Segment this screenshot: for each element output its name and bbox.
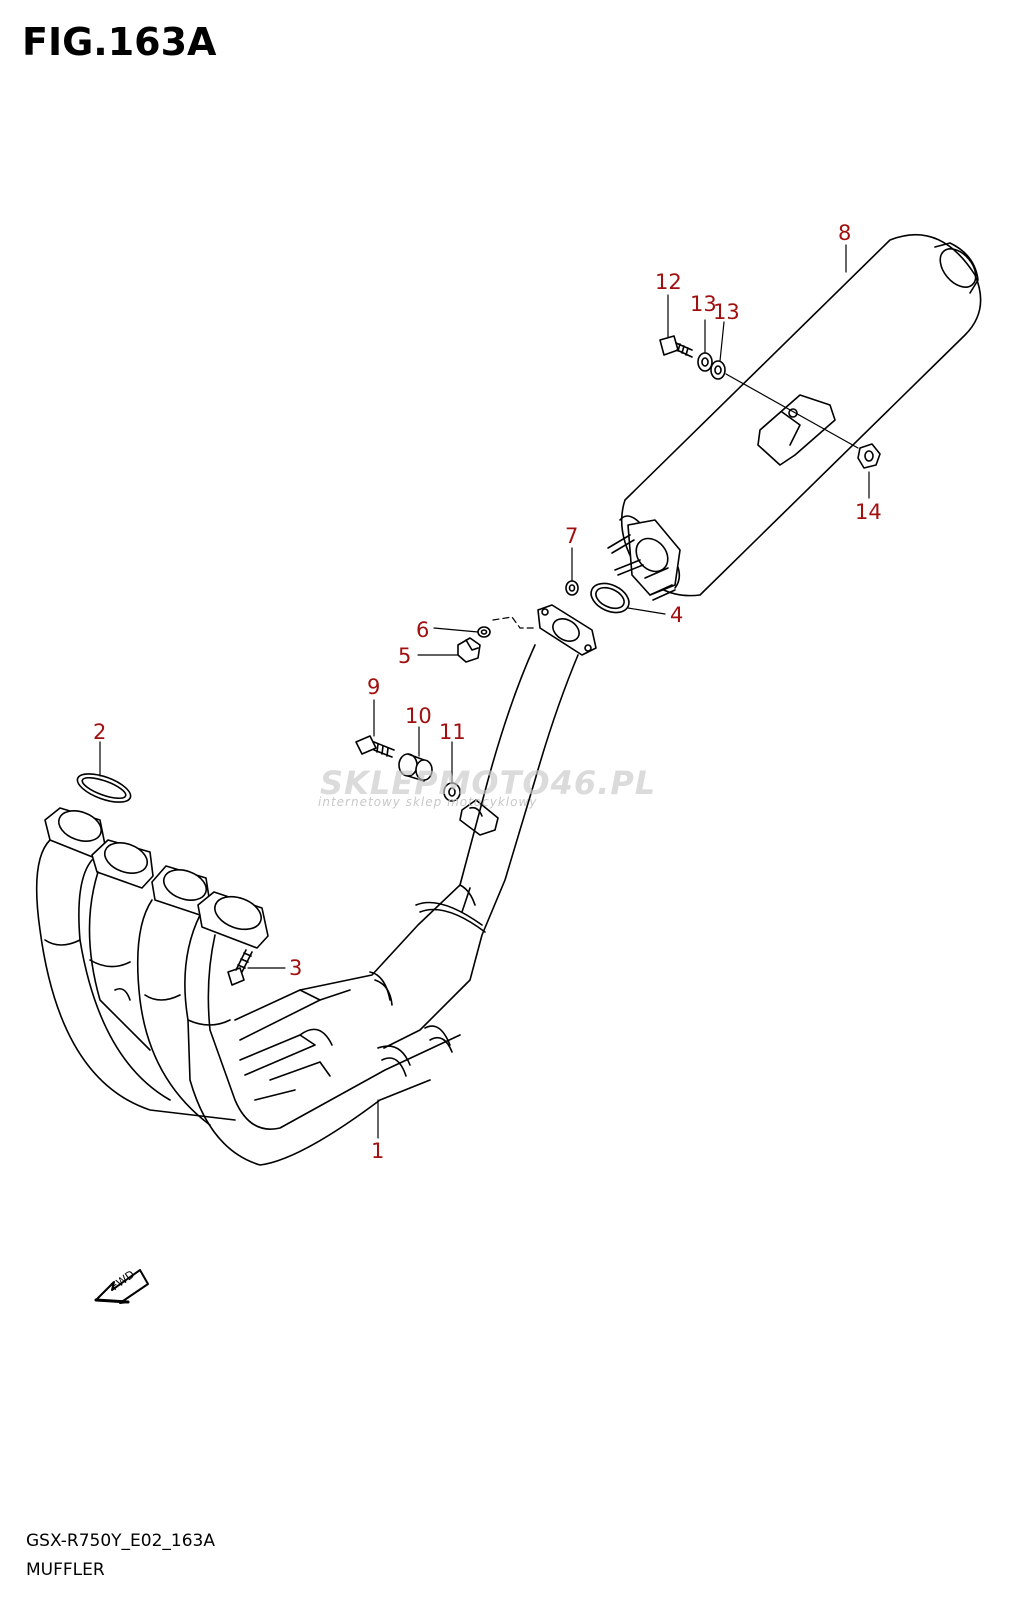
model-code: GSX-R750Y_E02_163A — [26, 1531, 215, 1551]
washer-6 — [477, 626, 491, 638]
bolt-3 — [227, 949, 253, 986]
callout-4: 4 — [670, 603, 684, 627]
muffler-bracket — [757, 394, 836, 466]
nut-14 — [857, 443, 881, 469]
leader-lines — [99, 244, 870, 1139]
washer-13b — [710, 360, 726, 380]
callout-6: 6 — [416, 618, 430, 642]
callout-14: 14 — [855, 500, 882, 524]
studs — [607, 534, 676, 601]
callout-3: 3 — [289, 956, 303, 980]
callout-9: 9 — [367, 675, 381, 699]
callout-5: 5 — [398, 644, 412, 668]
callout-10: 10 — [405, 704, 432, 728]
figure-title: FIG.163A — [22, 20, 217, 64]
bolt-12 — [659, 335, 693, 358]
callout-1: 1 — [371, 1139, 385, 1163]
muffler-inlet-flange — [627, 519, 681, 596]
pipe-flange — [537, 604, 597, 656]
bushing-10 — [398, 753, 433, 782]
gasket-4 — [590, 582, 630, 614]
pipe-clamp — [459, 799, 499, 836]
nut-5 — [457, 637, 481, 663]
fwd-arrow-icon — [94, 1269, 149, 1304]
mid-pipe — [299, 644, 579, 1049]
washer-7 — [565, 580, 579, 596]
watermark-tagline: internetowy sklep motocyklowy — [318, 795, 538, 809]
washer-13a — [697, 352, 713, 372]
bolt-9 — [355, 735, 395, 758]
watermark-brand: SKLEPMOTO46.PL — [320, 764, 657, 802]
callout-7: 7 — [565, 524, 579, 548]
callout-13a: 13 — [690, 292, 717, 316]
callout-2: 2 — [93, 720, 107, 744]
gasket-2 — [76, 773, 132, 803]
header-pipes — [35, 773, 461, 1166]
callout-12: 12 — [655, 270, 682, 294]
callout-11: 11 — [439, 720, 466, 744]
callout-13b: 13 — [713, 300, 740, 324]
callout-8: 8 — [838, 221, 852, 245]
section-name: MUFFLER — [26, 1560, 105, 1580]
